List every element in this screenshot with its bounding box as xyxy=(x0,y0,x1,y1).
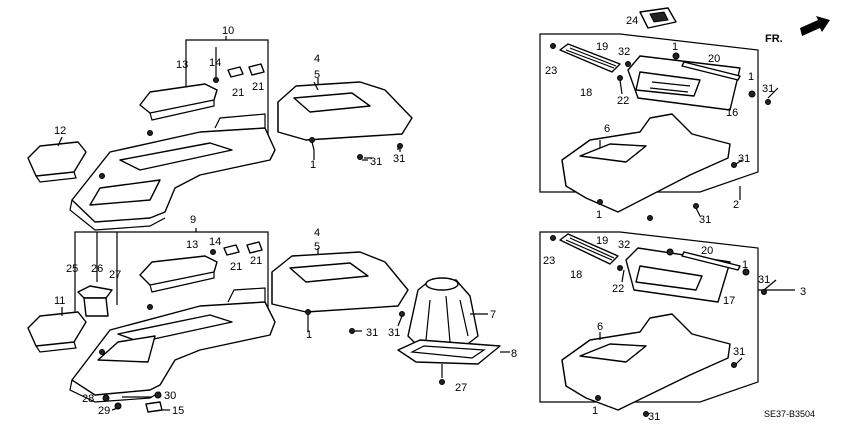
callout-24: 24 xyxy=(626,15,638,27)
callout-23: 23 xyxy=(543,255,555,267)
console-assembly-upper xyxy=(27,36,413,231)
callout-31: 31 xyxy=(366,327,378,339)
callout-20: 20 xyxy=(701,245,713,257)
callout-4: 4 xyxy=(314,53,320,65)
callout-20: 20 xyxy=(708,53,720,65)
callout-1: 1 xyxy=(748,71,754,83)
callout-18: 18 xyxy=(570,269,582,281)
callout-31: 31 xyxy=(648,411,660,423)
console-body-6a xyxy=(561,113,731,213)
callout-16: 16 xyxy=(726,107,738,119)
callout-10: 10 xyxy=(222,25,234,37)
callout-13: 13 xyxy=(186,239,198,251)
leader-lines xyxy=(57,79,779,411)
callout-7: 7 xyxy=(490,309,496,321)
callout-1: 1 xyxy=(310,159,316,171)
console-assembly-2 xyxy=(539,7,830,221)
callout-9: 9 xyxy=(190,214,196,226)
console-cover-upper xyxy=(277,81,413,141)
callout-21: 21 xyxy=(232,87,244,99)
callout-29: 29 xyxy=(98,405,110,417)
callout-31: 31 xyxy=(733,346,745,358)
callout-31: 31 xyxy=(393,153,405,165)
callout-21: 21 xyxy=(230,261,242,273)
callout-18: 18 xyxy=(580,87,592,99)
callout-32: 32 xyxy=(618,239,630,251)
callout-31: 31 xyxy=(758,274,770,286)
callout-5: 5 xyxy=(314,69,320,81)
callout-1: 1 xyxy=(742,259,748,271)
callout-30: 30 xyxy=(164,390,176,402)
callout-25: 25 xyxy=(66,263,78,275)
callout-31: 31 xyxy=(370,156,382,168)
callout-8: 8 xyxy=(511,348,517,360)
callout-31: 31 xyxy=(388,327,400,339)
armrest-lid xyxy=(139,83,218,114)
callout-31: 31 xyxy=(738,153,750,165)
callout-32: 32 xyxy=(618,46,630,58)
callout-6: 6 xyxy=(604,123,610,135)
callout-1: 1 xyxy=(306,329,312,341)
callout-4: 4 xyxy=(314,227,320,239)
callout-27: 27 xyxy=(109,269,121,281)
callout-5: 5 xyxy=(314,241,320,253)
callout-14: 14 xyxy=(209,57,221,69)
callout-31: 31 xyxy=(699,214,711,226)
console-assembly-lower xyxy=(27,228,501,413)
diagram-code: SE37-B3504 xyxy=(764,409,815,419)
callout-3: 3 xyxy=(800,286,806,298)
callout-21: 21 xyxy=(252,81,264,93)
callout-15: 15 xyxy=(172,405,184,417)
callout-1: 1 xyxy=(596,209,602,221)
front-direction-label: FR. xyxy=(765,33,783,45)
grille-19 xyxy=(559,43,621,73)
callout-19: 19 xyxy=(596,41,608,53)
callout-27: 27 xyxy=(455,382,467,394)
callout-22: 22 xyxy=(612,283,624,295)
callout-22: 22 xyxy=(617,95,629,107)
callout-2: 2 xyxy=(733,199,739,211)
callout-13: 13 xyxy=(176,59,188,71)
callout-6: 6 xyxy=(597,321,603,333)
callout-17: 17 xyxy=(723,295,735,307)
callout-28: 28 xyxy=(82,393,94,405)
callout-1: 1 xyxy=(672,41,678,53)
callout-1: 1 xyxy=(592,405,598,417)
callout-labels: 10 13 14 21 21 12 4 5 1 31 31 9 13 14 21… xyxy=(54,15,815,423)
callout-12: 12 xyxy=(54,125,66,137)
cover-12 xyxy=(27,141,87,177)
console-body-lower xyxy=(71,301,276,396)
callout-23: 23 xyxy=(545,65,557,77)
console-body-6b xyxy=(561,313,731,411)
callout-14: 14 xyxy=(209,236,221,248)
callout-26: 26 xyxy=(91,263,103,275)
callout-19: 19 xyxy=(596,235,608,247)
callout-21: 21 xyxy=(250,255,262,267)
console-assembly-3 xyxy=(539,231,795,417)
callout-31: 31 xyxy=(762,83,774,95)
callout-11: 11 xyxy=(54,295,65,307)
